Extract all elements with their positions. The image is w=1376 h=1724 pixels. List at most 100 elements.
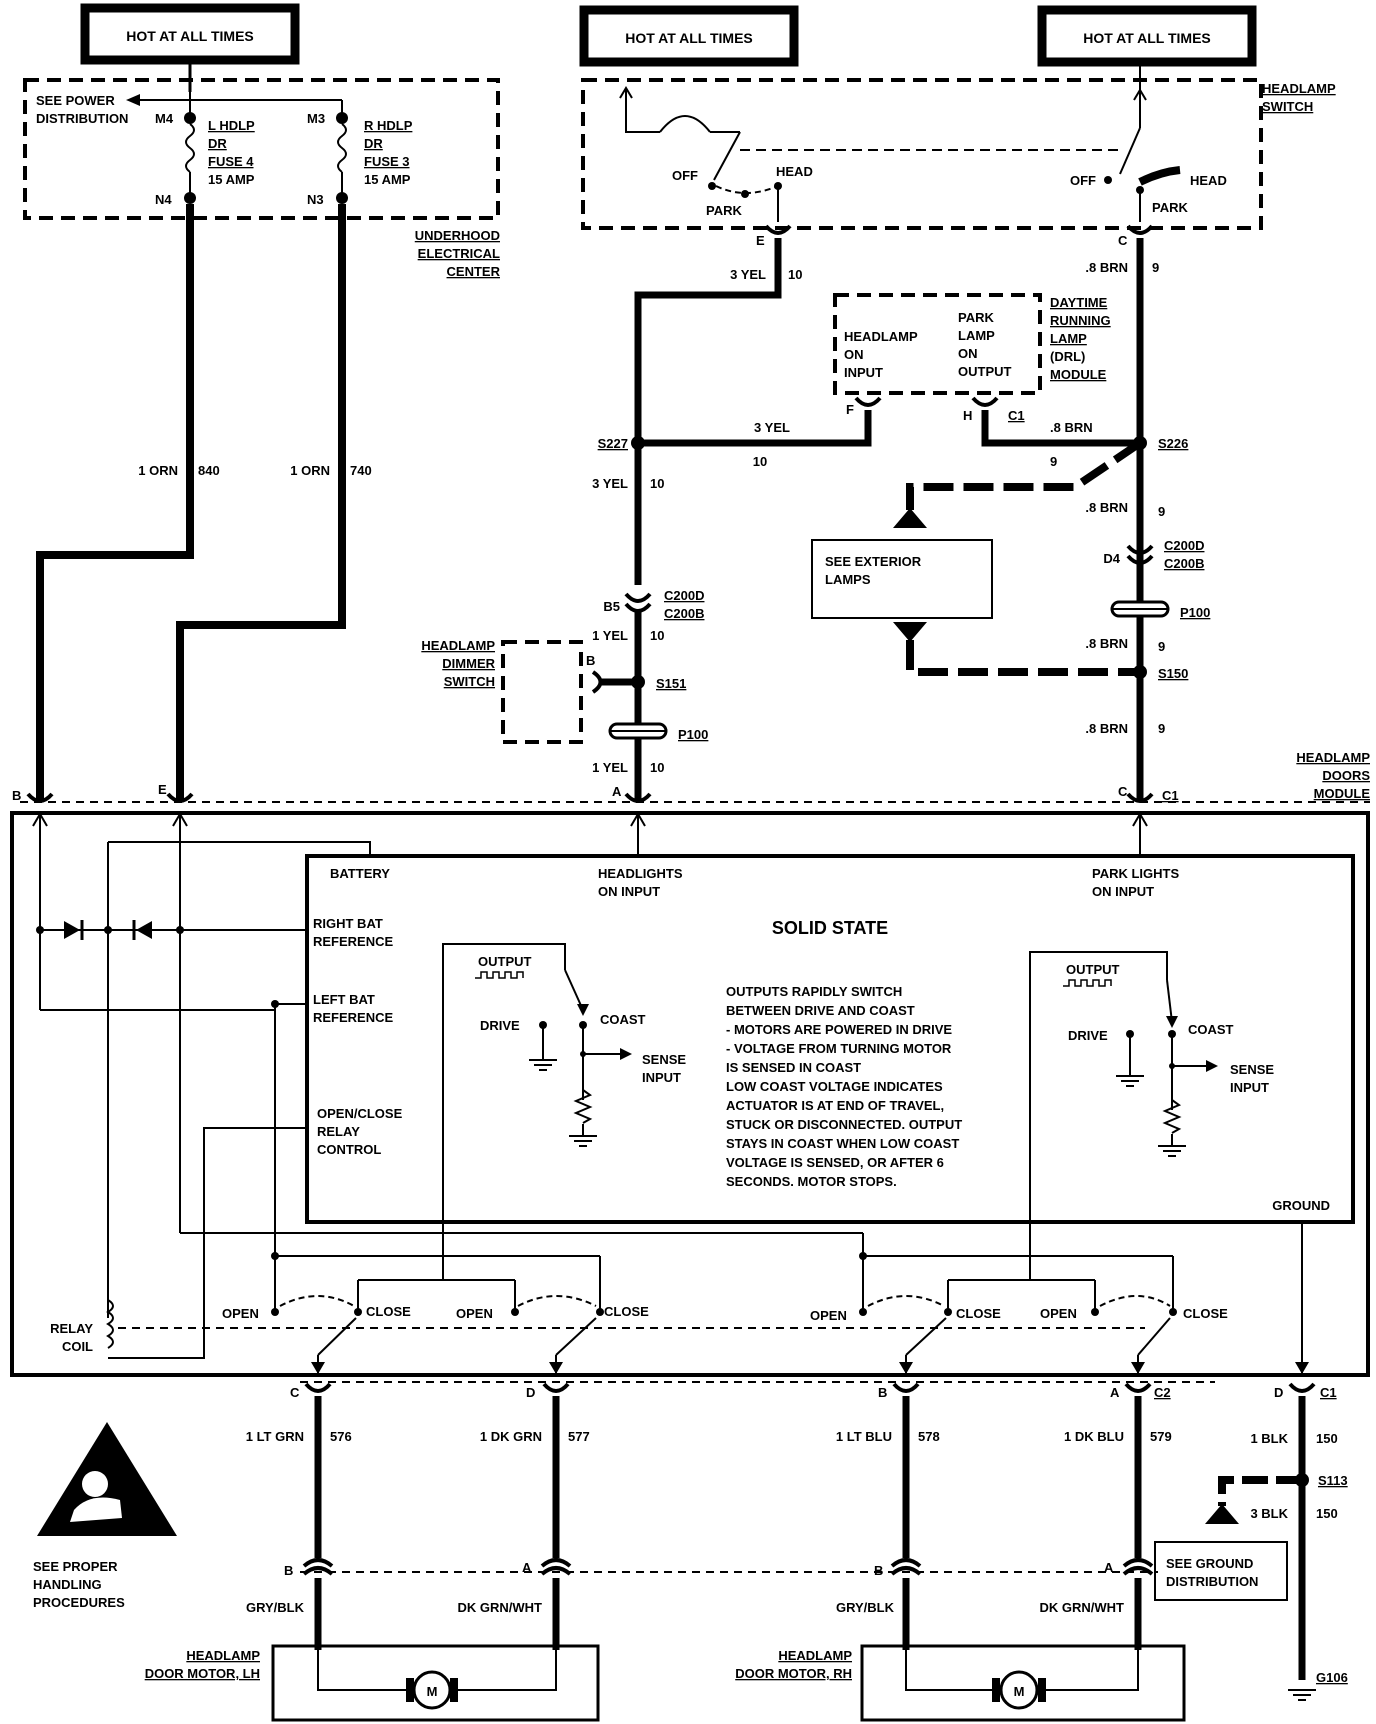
svg-text:PARK: PARK	[706, 203, 742, 218]
svg-text:B5: B5	[603, 599, 620, 614]
description-line: BETWEEN DRIVE AND COAST	[726, 1003, 915, 1018]
description-line: SECONDS. MOTOR STOPS.	[726, 1174, 897, 1189]
wire-label-1yel-2: 1 YEL	[592, 760, 628, 775]
splice-s226: S226 .8 BRN 9	[893, 410, 1188, 528]
svg-text:MODULE: MODULE	[1314, 786, 1371, 801]
svg-text:SEE GROUND: SEE GROUND	[1166, 1556, 1253, 1571]
svg-text:DISTRIBUTION: DISTRIBUTION	[36, 111, 128, 126]
svg-text:DK GRN/WHT: DK GRN/WHT	[458, 1600, 543, 1615]
svg-text:ON INPUT: ON INPUT	[1092, 884, 1154, 899]
wire-740: 1 ORN 740	[176, 204, 372, 800]
svg-text:OPEN: OPEN	[222, 1306, 259, 1321]
svg-text:HEADLAMP: HEADLAMP	[1262, 81, 1336, 96]
output-connectors: C D B A C2 D C1	[290, 1381, 1337, 1400]
headlamp-door-motor-rh: M HEADLAMP DOOR MOTOR, RH	[735, 1644, 1186, 1722]
svg-text:C1: C1	[1162, 788, 1179, 803]
svg-text:HOT AT ALL TIMES: HOT AT ALL TIMES	[126, 28, 254, 44]
svg-text:INPUT: INPUT	[844, 365, 883, 380]
output-diagram-right: OUTPUT DRIVE COAST SENSE INPUT	[1029, 951, 1274, 1212]
svg-text:1 BLK: 1 BLK	[1250, 1431, 1288, 1446]
svg-text:150: 150	[1316, 1431, 1338, 1446]
svg-text:C200B: C200B	[1164, 556, 1204, 571]
svg-text:DK GRN/WHT: DK GRN/WHT	[1040, 1600, 1125, 1615]
svg-text:OFF: OFF	[672, 168, 698, 183]
description-line: STUCK OR DISCONNECTED. OUTPUT	[726, 1117, 962, 1132]
svg-text:ON: ON	[958, 346, 978, 361]
svg-text:C200B: C200B	[664, 606, 704, 621]
svg-text:10: 10	[788, 267, 802, 282]
svg-text:DRIVE: DRIVE	[1068, 1028, 1108, 1043]
wire-label-9-3: 9	[1158, 504, 1165, 519]
svg-text:COAST: COAST	[600, 1012, 646, 1027]
svg-text:GRY/BLK: GRY/BLK	[836, 1600, 895, 1615]
svg-text:DISTRIBUTION: DISTRIBUTION	[1166, 1574, 1258, 1589]
svg-text:R HDLP: R HDLP	[364, 118, 413, 133]
svg-text:SWITCH: SWITCH	[1262, 99, 1313, 114]
svg-text:LAMP: LAMP	[958, 328, 995, 343]
headlamp-dimmer-switch: HEADLAMP DIMMER SWITCH B S151	[421, 638, 686, 744]
wire-label-3yel-3: 3 YEL	[592, 476, 628, 491]
svg-text:HEADLAMP: HEADLAMP	[186, 1648, 260, 1663]
svg-text:C200D: C200D	[664, 588, 704, 603]
svg-text:DRIVE: DRIVE	[480, 1018, 520, 1033]
wire-840: 1 ORN 840	[36, 204, 220, 800]
svg-text:A: A	[612, 784, 622, 799]
hot-at-all-times-box-1: HOT AT ALL TIMES	[80, 3, 300, 65]
svg-text:SENSE: SENSE	[642, 1052, 686, 1067]
description-line: - VOLTAGE FROM TURNING MOTOR	[726, 1041, 952, 1056]
svg-text:1 DK GRN: 1 DK GRN	[480, 1429, 542, 1444]
svg-text:DR: DR	[208, 136, 227, 151]
connector-c200-right: D4 C200D C200B	[1103, 538, 1204, 571]
svg-text:A: A	[522, 1560, 532, 1575]
wire-label-10-4: 10	[650, 628, 664, 643]
wire-label-1yel-1: 1 YEL	[592, 628, 628, 643]
svg-text:C200D: C200D	[1164, 538, 1204, 553]
wire-label-9-5: 9	[1158, 721, 1165, 736]
svg-text:SEE EXTERIOR: SEE EXTERIOR	[825, 554, 922, 569]
svg-text:B: B	[874, 1563, 883, 1578]
motor-wires: 1 LT GRN 576 1 DK GRN 577 1 LT BLU 578 1…	[246, 1396, 1172, 1558]
svg-text:S113: S113	[1318, 1473, 1348, 1488]
svg-text:LEFT BAT: LEFT BAT	[313, 992, 375, 1007]
connector-c200-left: B5 C200D C200B	[603, 588, 704, 621]
svg-text:15 AMP: 15 AMP	[364, 172, 411, 187]
svg-text:CLOSE: CLOSE	[1183, 1306, 1228, 1321]
svg-text:1 DK BLU: 1 DK BLU	[1064, 1429, 1124, 1444]
svg-text:.8 BRN: .8 BRN	[1050, 420, 1093, 435]
svg-text:HEADLAMP: HEADLAMP	[778, 1648, 852, 1663]
svg-text:OFF: OFF	[1070, 173, 1096, 188]
svg-text:A: A	[1104, 1560, 1114, 1575]
svg-text:GRY/BLK: GRY/BLK	[246, 1600, 305, 1615]
see-exterior-lamps-box: SEE EXTERIOR LAMPS	[811, 539, 1140, 676]
svg-text:B: B	[586, 653, 595, 668]
svg-text:REFERENCE: REFERENCE	[313, 934, 394, 949]
svg-text:9: 9	[1152, 260, 1159, 275]
svg-text:577: 577	[568, 1429, 590, 1444]
svg-text:1 LT GRN: 1 LT GRN	[246, 1429, 304, 1444]
wire-label-9-4: 9	[1158, 639, 1165, 654]
svg-text:CLOSE: CLOSE	[956, 1306, 1001, 1321]
svg-text:F: F	[846, 402, 854, 417]
headlamp-door-motor-lh: M HEADLAMP DOOR MOTOR, LH	[145, 1644, 600, 1722]
svg-text:ELECTRICAL: ELECTRICAL	[418, 246, 500, 261]
svg-text:S227: S227	[598, 436, 628, 451]
svg-text:HEADLAMP: HEADLAMP	[1296, 750, 1370, 765]
svg-text:1 LT BLU: 1 LT BLU	[836, 1429, 892, 1444]
svg-text:CLOSE: CLOSE	[366, 1304, 411, 1319]
svg-text:C2: C2	[1154, 1385, 1171, 1400]
svg-text:RELAY: RELAY	[317, 1124, 360, 1139]
svg-text:G106: G106	[1316, 1670, 1348, 1685]
svg-text:E: E	[158, 782, 167, 797]
svg-text:.8 BRN: .8 BRN	[1085, 260, 1128, 275]
svg-text:B: B	[284, 1563, 293, 1578]
svg-text:SWITCH: SWITCH	[444, 674, 495, 689]
svg-text:578: 578	[918, 1429, 940, 1444]
svg-text:1 ORN: 1 ORN	[290, 463, 330, 478]
svg-text:OPEN: OPEN	[1040, 1306, 1077, 1321]
headlamp-switch: HEADLAMP SWITCH OFF HEAD PARK OFF HEAD P…	[581, 66, 1336, 230]
svg-text:A: A	[1110, 1385, 1120, 1400]
svg-text:SOLID STATE: SOLID STATE	[772, 918, 888, 938]
handling-warning-icon: SEE PROPER HANDLING PROCEDURES	[33, 1422, 177, 1610]
svg-text:B: B	[12, 788, 21, 803]
underhood-electrical-center: SEE POWER DISTRIBUTION M4 M3 N4 N3 L HDL…	[23, 64, 501, 279]
